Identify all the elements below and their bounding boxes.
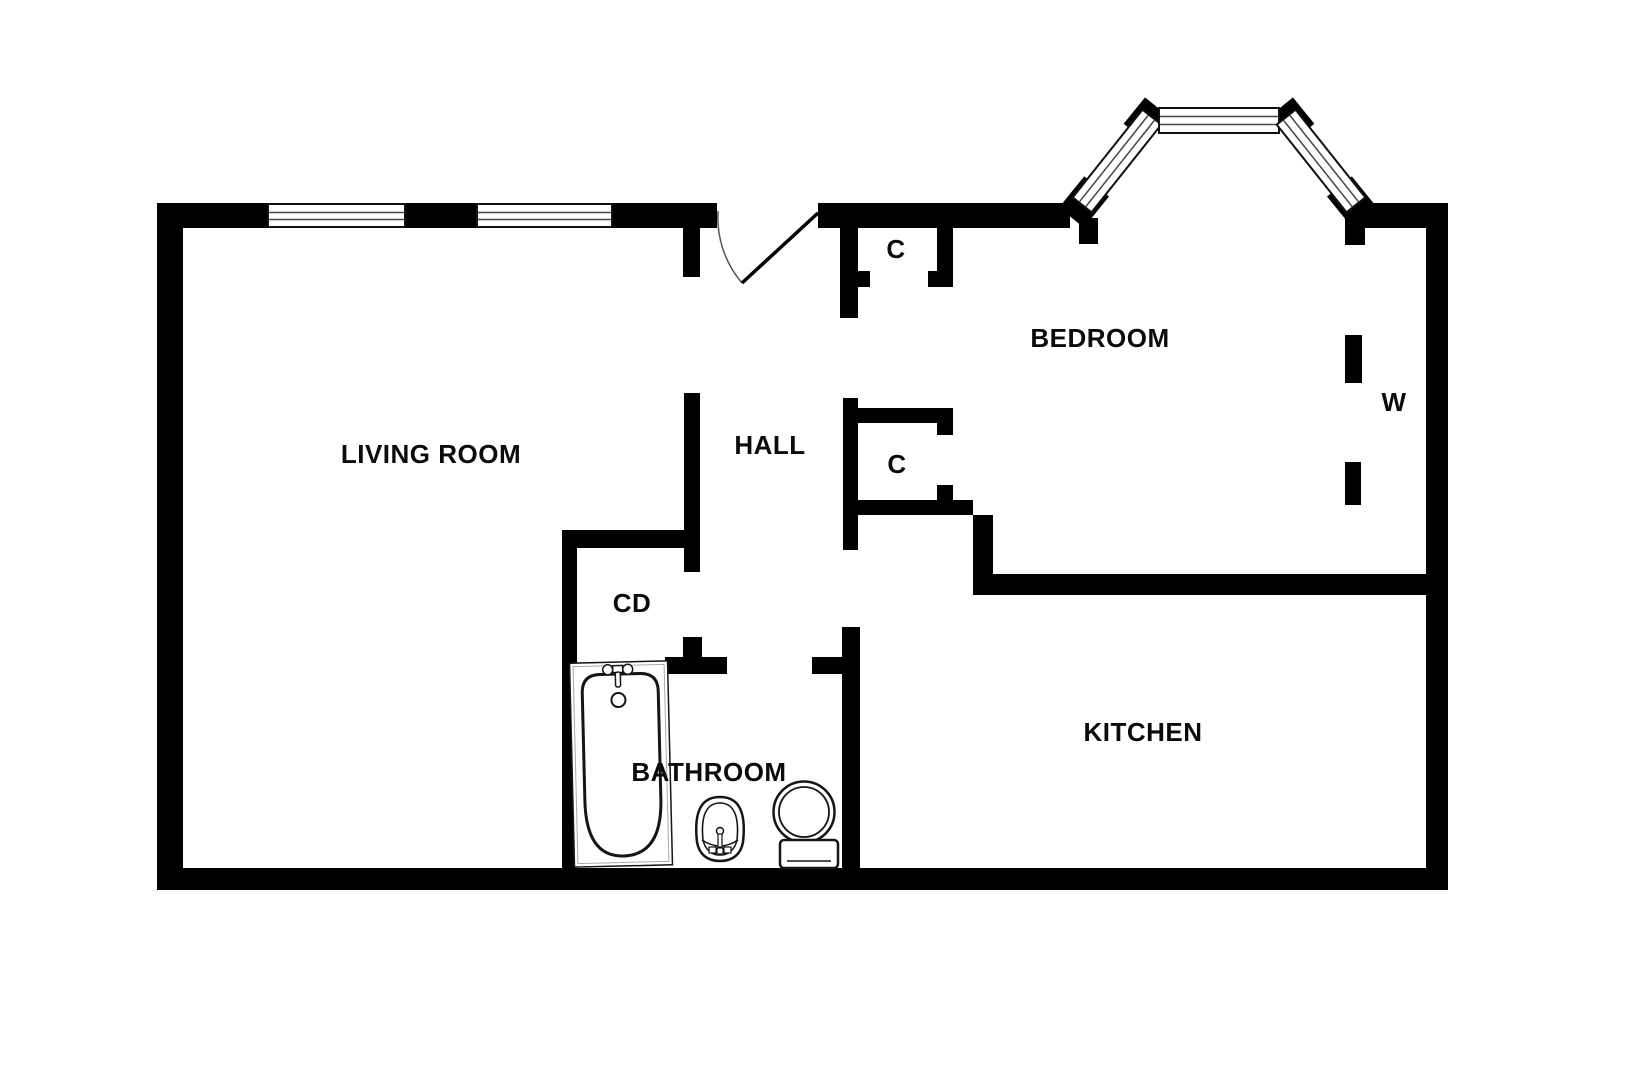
wall-bathroom-top-right-stub [812,657,842,674]
bay-window-center-pane [1158,107,1280,134]
wall-top-4 [818,203,1070,228]
wall-hall-west [684,393,700,572]
wall-left [157,203,183,890]
wall-cd-top [562,530,685,548]
toilet-tank [778,838,840,870]
room-label-closet-upper-c: C [886,234,905,264]
room-label-hall: HALL [734,430,805,460]
bay-window-left-pane [1071,108,1163,214]
wall-hall-bottom-stub [683,637,702,658]
room-label-bathroom: BATHROOM [631,757,786,787]
window-living-room-2 [476,203,613,228]
wall-bathroom-top-left [665,657,727,674]
wall-closet-upper-left-stub [858,271,870,287]
window-living-room-1 [267,203,406,228]
wall-top-3 [612,203,717,228]
room-label-kitchen: KITCHEN [1083,717,1202,747]
wall-closet-lower-top-stub [937,423,953,435]
wall-bathroom-kitchen [842,627,860,868]
bay-window [1071,107,1367,214]
bathtub-drain-icon [610,692,627,709]
room-label-closet-cd: CD [613,588,652,618]
wall-closet-upper-right-stub [928,271,937,287]
wall-kitchen-top [973,574,1426,595]
wall-closet-lower-bottom-stub [937,485,953,500]
bathtub [568,660,674,868]
living-room-windows [267,203,613,228]
wall-top-2 [405,203,477,228]
bathtub-faucet-icon [601,663,634,688]
wall-closet-upper-left [840,228,858,318]
room-labels: LIVING ROOM HALL BEDROOM KITCHEN BATHROO… [341,234,1406,787]
bay-post-1-stub [1079,218,1098,244]
entry-door-swing [717,210,820,285]
wall-closet-lower-top [843,408,953,423]
wall-closet-lower-bottom [843,500,973,515]
toilet-bowl [772,780,836,844]
wardrobe-partition-dash-1 [1345,335,1362,383]
bay-window-right-pane [1275,108,1367,214]
sink [694,795,746,863]
room-label-closet-lower-c: C [887,449,906,479]
room-label-living-room: LIVING ROOM [341,439,521,469]
sink-faucet-icon [708,826,732,855]
wardrobe-partition-stub [1345,219,1365,245]
room-label-wardrobe-w: W [1381,387,1406,417]
toilet [772,780,840,870]
room-label-bedroom: BEDROOM [1030,323,1169,353]
wardrobe-partition-dash-2 [1345,462,1361,505]
wall-closet-upper-right [937,228,953,287]
wall-right [1426,203,1448,890]
wall-bottom [157,868,1448,890]
wall-entry-stub [683,228,700,277]
